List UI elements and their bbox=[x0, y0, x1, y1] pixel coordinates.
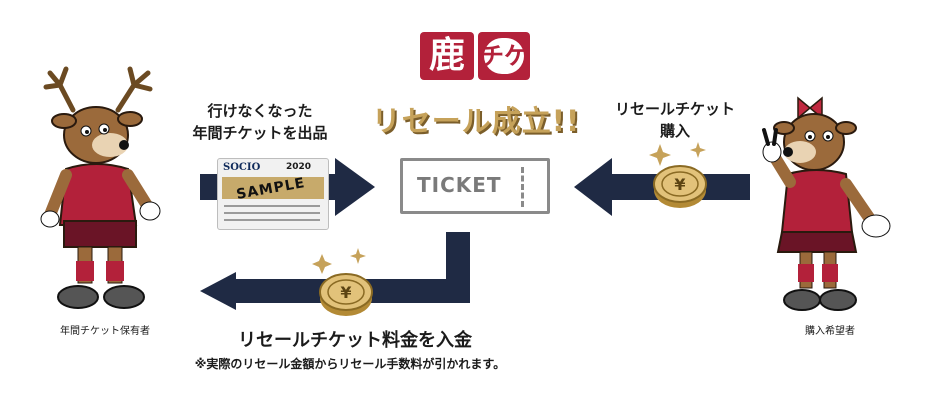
buyer-caption: 購入希望者 bbox=[805, 326, 855, 337]
ticket-icon: TICKET bbox=[400, 158, 550, 214]
kashima-ticket-logo: 鹿 チケ bbox=[420, 32, 532, 80]
buyer-action-label: リセールチケット 購入 bbox=[614, 100, 735, 140]
payout-label: リセールチケット料金を入金 bbox=[238, 330, 472, 351]
fee-note: ※実際のリセール金額からリセール手数料が引かれます。 bbox=[194, 357, 506, 371]
sparkle-icon bbox=[312, 254, 332, 274]
seller-caption: 年間チケット保有者 bbox=[60, 326, 150, 337]
season-ticket-card: SOCIO 2020 SAMPLE bbox=[217, 158, 329, 230]
card-year: 2020 bbox=[286, 162, 312, 172]
logo-katakana: チケ bbox=[480, 42, 528, 70]
sparkle-icon bbox=[350, 248, 366, 264]
headline: リセール成立!! bbox=[371, 104, 581, 138]
payout-arrow bbox=[200, 232, 470, 310]
seller-action-label: 行けなくなった 年間チケットを出品 bbox=[192, 102, 328, 142]
deer-mascot-female-icon bbox=[762, 96, 891, 311]
yen-coin-icon: ¥ bbox=[312, 248, 373, 316]
card-brand: SOCIO bbox=[223, 162, 261, 173]
deer-mascot-male-icon bbox=[40, 66, 161, 309]
sparkle-icon bbox=[690, 142, 706, 158]
sparkle-icon bbox=[649, 144, 671, 166]
yen-coin-icon: ¥ bbox=[649, 142, 707, 208]
logo-kanji: 鹿 bbox=[420, 32, 474, 80]
svg-text:¥: ¥ bbox=[340, 283, 351, 302]
ticket-text: TICKET bbox=[417, 173, 502, 197]
svg-text:¥: ¥ bbox=[674, 175, 685, 194]
